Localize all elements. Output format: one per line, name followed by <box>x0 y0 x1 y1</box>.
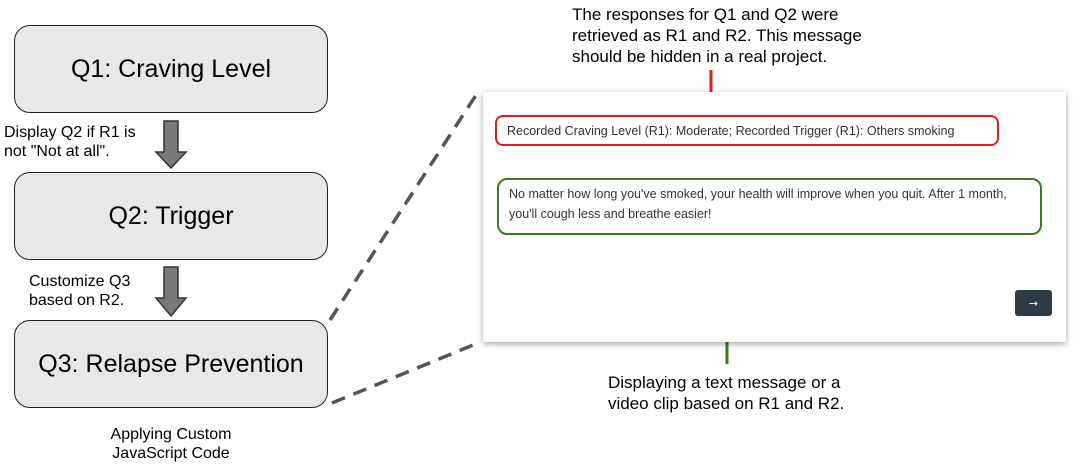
q1-to-q2-condition-note: Display Q2 if R1 is not "Not at all". <box>4 124 136 160</box>
relapse-prevention-message: No matter how long you've smoked, your h… <box>497 178 1042 235</box>
recorded-responses-message: Recorded Craving Level (R1): Moderate; R… <box>495 115 999 146</box>
hidden-message-annotation: The responses for Q1 and Q2 were retriev… <box>572 5 862 66</box>
q3-label: Q3: Relapse Prevention <box>38 349 304 378</box>
display-message-annotation: Displaying a text message or a video cli… <box>608 373 845 413</box>
q3-relapse-prevention-box: Q3: Relapse Prevention <box>14 320 328 408</box>
survey-preview-panel: Recorded Craving Level (R1): Moderate; R… <box>483 92 1066 342</box>
zoom-line-lower <box>331 341 479 405</box>
q1-label: Q1: Craving Level <box>70 54 272 83</box>
arrow-right-icon: → <box>1028 296 1039 310</box>
zoom-line-upper <box>328 91 480 321</box>
q2-trigger-box: Q2: Trigger <box>14 172 328 260</box>
q1-to-q2-arrow-icon <box>154 120 188 170</box>
q1-craving-level-box: Q1: Craving Level <box>14 25 328 113</box>
custom-javascript-caption: Applying Custom JavaScript Code <box>110 426 232 462</box>
recorded-responses-text: Recorded Craving Level (R1): Moderate; R… <box>507 123 955 138</box>
q2-label: Q2: Trigger <box>108 201 234 230</box>
q2-to-q3-condition-note: Customize Q3 based on R2. <box>29 273 131 309</box>
q2-to-q3-arrow-icon <box>154 266 188 318</box>
next-button[interactable]: → <box>1015 290 1052 316</box>
relapse-prevention-text: No matter how long you've smoked, your h… <box>509 187 1007 221</box>
